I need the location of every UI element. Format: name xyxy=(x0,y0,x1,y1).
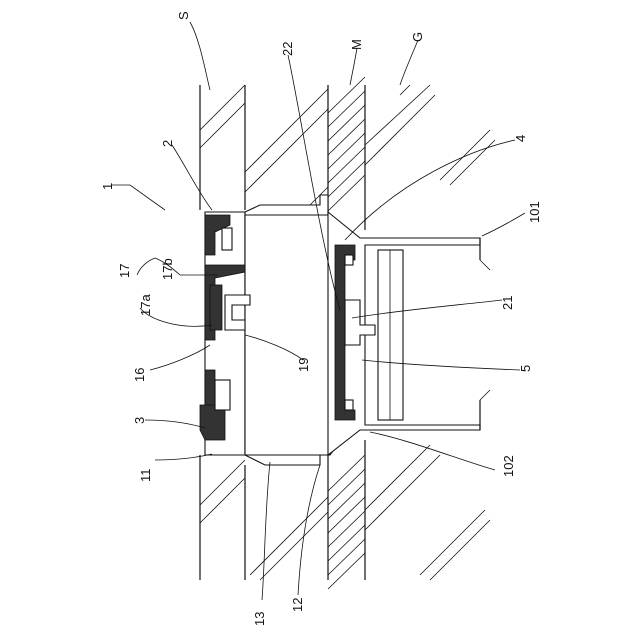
label-13: 13 xyxy=(252,612,267,626)
hatch-line xyxy=(328,161,365,197)
hatch-line xyxy=(328,539,365,575)
hatch-line xyxy=(328,497,365,533)
label-16: 16 xyxy=(132,368,147,382)
hatch-line xyxy=(328,469,365,505)
hatch-line xyxy=(328,553,365,589)
hatch-line xyxy=(328,511,365,547)
label-101: 101 xyxy=(527,201,542,223)
label-17b: 17b xyxy=(160,258,175,280)
label-102: 102 xyxy=(501,455,516,477)
hatch-line xyxy=(328,525,365,561)
label-19: 19 xyxy=(296,358,311,372)
label-m: M xyxy=(349,39,364,50)
hatch-line xyxy=(328,77,365,113)
hatch-line xyxy=(328,91,365,127)
hatch-line xyxy=(328,133,365,169)
hatch-line xyxy=(328,175,365,211)
label-17: 17 xyxy=(117,264,132,278)
label-17a: 17a xyxy=(138,294,153,316)
label-22: 22 xyxy=(280,42,295,56)
label-2: 2 xyxy=(160,140,175,147)
label-21: 21 xyxy=(500,296,515,310)
label-1: 1 xyxy=(100,183,115,190)
label-12: 12 xyxy=(290,598,305,612)
hatch-line xyxy=(328,105,365,141)
hatch-line xyxy=(328,455,365,491)
label-5: 5 xyxy=(518,365,533,372)
label-11: 11 xyxy=(138,469,153,483)
hatch-line xyxy=(328,119,365,155)
label-g: G xyxy=(410,32,425,42)
label-3: 3 xyxy=(132,417,147,424)
hatch-line xyxy=(328,483,365,519)
label-4: 4 xyxy=(513,135,528,142)
hatch-line xyxy=(328,147,365,183)
label-s: S xyxy=(176,11,191,20)
